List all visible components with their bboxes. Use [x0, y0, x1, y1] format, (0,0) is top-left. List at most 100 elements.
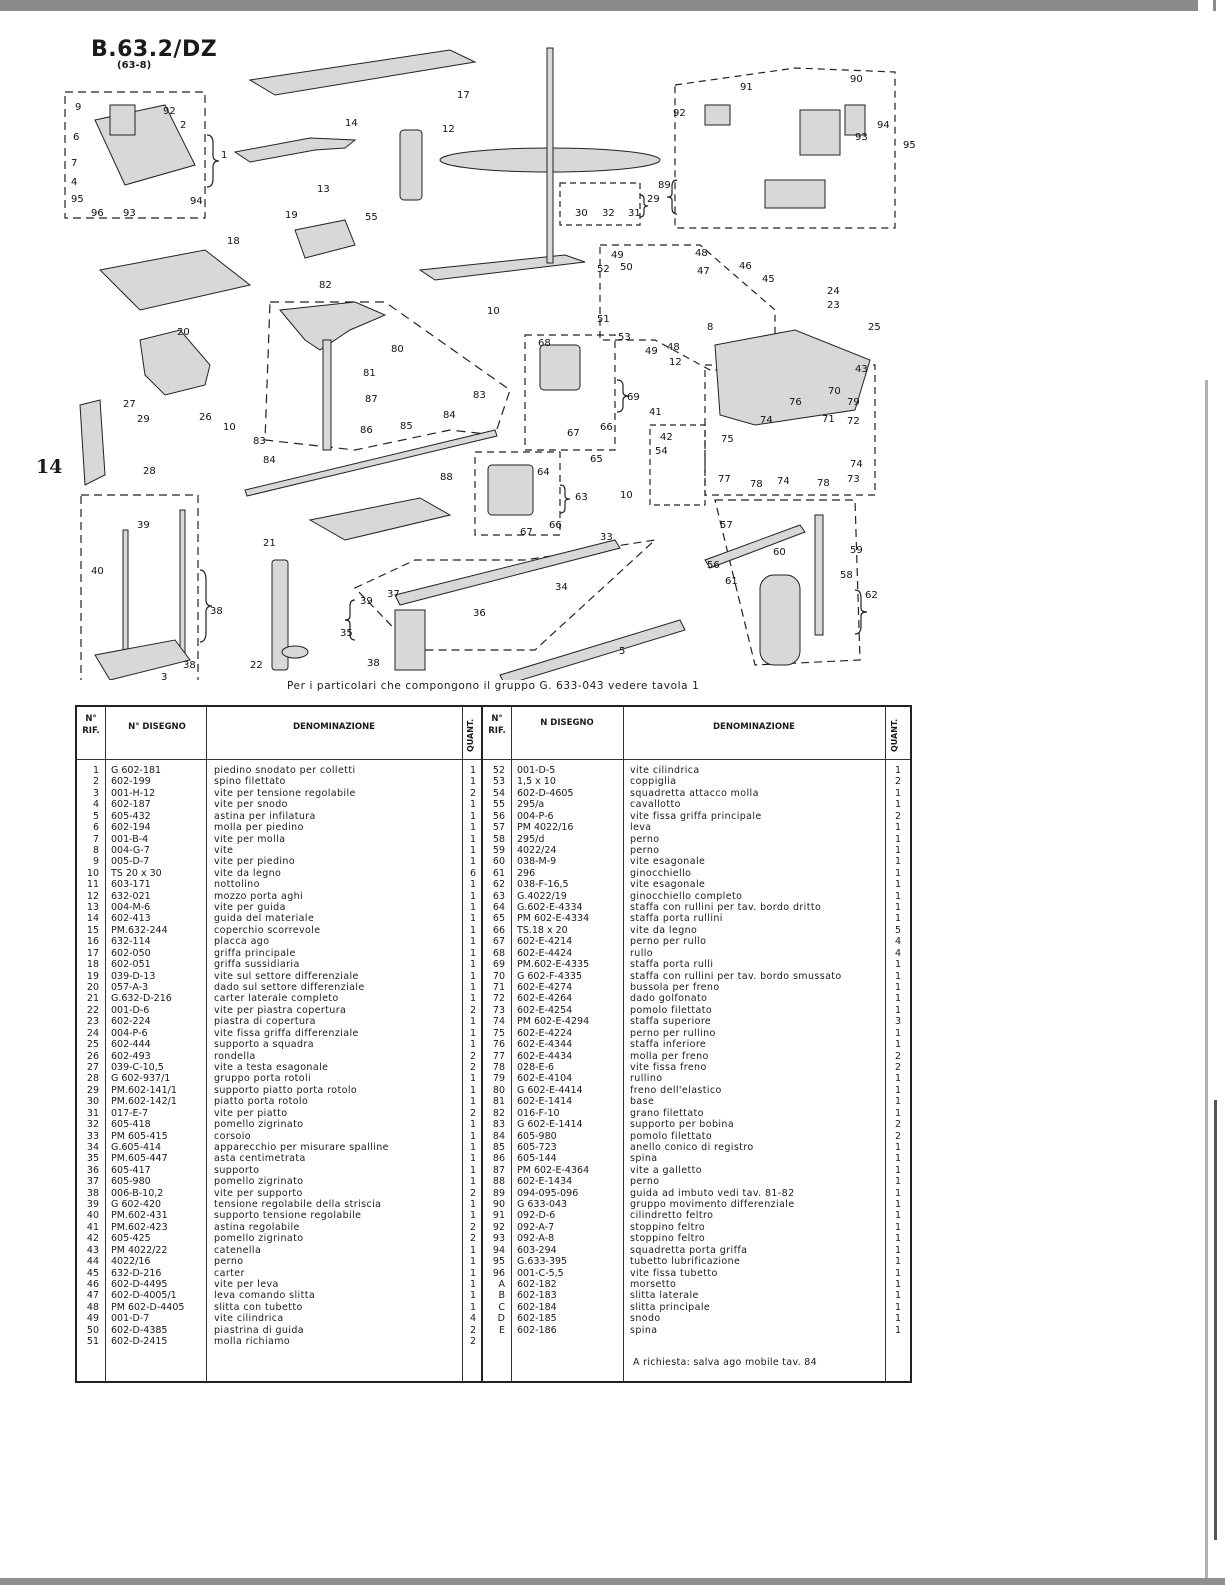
callout-16: 18: [227, 236, 240, 247]
callout-77: 76: [789, 397, 802, 408]
callout-75c: 74: [777, 476, 790, 487]
right-disegno-column: 001-D-5 1,5 x 10 602-D-4605 295/a 004-P-…: [517, 765, 590, 1336]
callout-14: 13: [317, 184, 330, 195]
callout-72: 71: [822, 414, 835, 425]
header-denominazione-right: DENOMINAZIONE: [713, 722, 795, 732]
header-quant-right: QUANT.: [890, 718, 899, 752]
left-quant-column: 1 1 2 1 1 1 1 1 1 6 1 1 1 1 1 1 1 1 1 1 …: [469, 765, 477, 1348]
col-divider: [206, 707, 207, 1381]
callout-88: 87: [365, 394, 378, 405]
callout-54: 53: [618, 332, 631, 343]
callout-87: 86: [360, 425, 373, 436]
callout-3: 3: [161, 672, 167, 680]
callout-1: 1: [221, 150, 227, 161]
callout-66: 65: [590, 454, 603, 465]
right-rif-column: 52 53 54 55 56 57 58 59 60 61 62 63 64 6…: [492, 765, 505, 1336]
callout-49b: 48: [667, 342, 680, 353]
callout-29: 30: [575, 208, 588, 219]
callout-10b: 10: [487, 306, 500, 317]
callout-73: 72: [847, 416, 860, 427]
callout-23: 25: [868, 322, 881, 333]
callout-93: 92: [673, 108, 686, 119]
header-disegno: N° DISEGNO: [128, 722, 186, 732]
callout-9: 9: [75, 102, 81, 113]
left-disegno-column: G 602-181 602-199 001-H-12 602-187 605-4…: [111, 765, 185, 1348]
callout-C: 94: [190, 196, 203, 207]
callout-57: 56: [707, 560, 720, 571]
callout-58: 57: [720, 520, 733, 531]
callout-85: 84: [263, 455, 276, 466]
callout-64: 63: [575, 492, 588, 503]
callout-48: 47: [697, 266, 710, 277]
callout-40: 38: [183, 660, 196, 671]
col-divider: [623, 707, 624, 1381]
right-binding-line: [1214, 1100, 1217, 1540]
callout-31: 32: [602, 208, 615, 219]
callout-37: 38: [367, 658, 380, 669]
callout-2: 2: [180, 120, 186, 131]
header-quant: QUANT.: [466, 718, 475, 752]
callout-50: 49: [611, 250, 624, 261]
callout-27: 29: [137, 414, 150, 425]
callout-20: 22: [250, 660, 263, 671]
callout-12: 12: [442, 124, 455, 135]
callout-60: 59: [850, 545, 863, 556]
callout-68: 67: [567, 428, 580, 439]
callout-A: 92: [163, 106, 176, 117]
callout-75: 74: [760, 415, 773, 426]
callout-35: 36: [473, 608, 486, 619]
diagram-caption: Per i particolari che compongono il grup…: [287, 680, 700, 692]
exploded-parts-diagram: 9 92 2 6 7 4 95 96 93 94 1 17 14 12 13 1…: [64, 47, 915, 680]
callout-70: 69: [627, 392, 640, 403]
col-divider: [511, 707, 512, 1381]
col-divider: [885, 707, 886, 1381]
callout-E: 96: [91, 208, 104, 219]
callout-81: 80: [391, 344, 404, 355]
left-rif-column: 1 2 3 4 5 6 7 8 9 10 11 12 13 14 15 16 1…: [86, 765, 99, 1348]
callout-42: 40: [91, 566, 104, 577]
callout-18: 20: [177, 327, 190, 338]
header-rif-right: N° RIF.: [488, 714, 506, 736]
callout-71: 70: [828, 386, 841, 397]
callout-79: 78: [750, 479, 763, 490]
callout-91: 90: [850, 74, 863, 85]
callout-62: 61: [725, 576, 738, 587]
page-title: B.63.2/DZ: [91, 37, 218, 62]
callout-55: 54: [655, 446, 668, 457]
left-denominazione-column: piedino snodato per colletti spino filet…: [214, 765, 389, 1348]
page-subtitle: (63-8): [117, 60, 152, 71]
callout-89: 88: [440, 472, 453, 483]
right-denominazione-column: vite cilindrica coppiglia squadretta att…: [630, 765, 842, 1336]
callout-92: 91: [740, 82, 753, 93]
callout-79b: 78: [817, 478, 830, 489]
callout-41: 39: [137, 520, 150, 531]
parts-table: N° RIF. N° DISEGNO DENOMINAZIONE QUANT. …: [75, 705, 912, 1383]
callout-85b: 84: [443, 410, 456, 421]
callout-84b: 83: [473, 390, 486, 401]
callout-11: 12: [669, 357, 682, 368]
callout-24: 26: [199, 412, 212, 423]
callout-8: 8: [707, 322, 713, 333]
callout-33: 34: [555, 582, 568, 593]
header-disegno-right: N DISEGNO: [540, 718, 594, 728]
callout-45: 43: [855, 364, 868, 375]
callout-68b: 67: [520, 527, 533, 538]
callout-49: 48: [695, 248, 708, 259]
callout-43: 41: [649, 407, 662, 418]
col-divider: [462, 707, 463, 1381]
bottom-border: [0, 1578, 1225, 1585]
center-divider: [481, 707, 483, 1381]
callout-17: 19: [285, 210, 298, 221]
callout-95: 94: [877, 120, 890, 131]
top-border: [0, 0, 1198, 11]
callout-D: 95: [71, 194, 84, 205]
callout-51: 50: [620, 262, 633, 273]
table-note: A richiesta: salva ago mobile tav. 84: [633, 1357, 817, 1368]
callout-86: 85: [400, 421, 413, 432]
callout-50b: 49: [645, 346, 658, 357]
col-divider: [105, 707, 106, 1381]
callout-53: 52: [597, 264, 610, 275]
callout-96: 95: [903, 140, 915, 151]
callout-32: 33: [600, 532, 613, 543]
callout-65: 64: [537, 467, 550, 478]
